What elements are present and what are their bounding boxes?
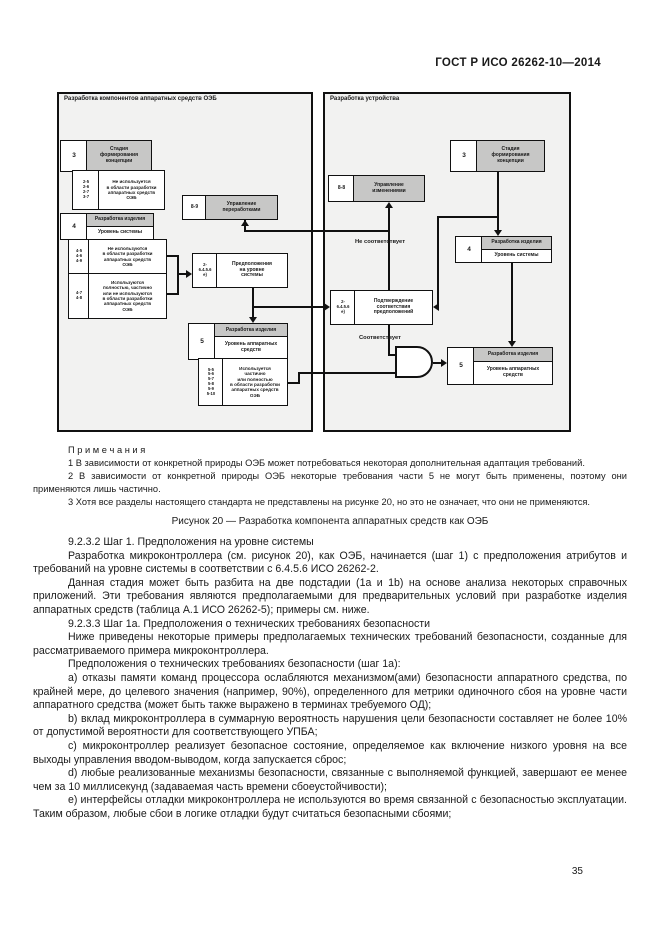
paragraph: Ниже приведены некоторые примеры предпол… [33, 631, 627, 657]
arrowhead [186, 270, 192, 278]
label-no-match: Не соответствует [355, 239, 406, 245]
paragraph: Разработка микроконтроллера (см. рисунок… [33, 549, 627, 576]
left-concept-note-refs: 2-5 2-6 2-7 3-7 [72, 170, 100, 210]
connector [388, 354, 398, 356]
left-assumptions-ref: 2- 6.4.5.6 е) [192, 253, 218, 288]
left-panel-title: Разработка компонентов аппаратных средст… [64, 96, 217, 102]
right-hardware-ref: 5 [447, 347, 475, 385]
connector [252, 288, 254, 319]
arrowhead [494, 230, 502, 236]
figure-caption: Рисунок 20 — Разработка компонента аппар… [171, 516, 489, 527]
connector [497, 172, 499, 232]
arrowhead [385, 202, 393, 208]
arrowhead [324, 303, 330, 311]
connector [252, 306, 326, 308]
left-assumptions-box: Предположения на уровне системы [216, 253, 288, 288]
connector [511, 263, 513, 343]
right-hardware-sub: Уровень аппаратных средств [473, 361, 553, 385]
left-system-note1-refs: 4-5 4-6 4-9 [68, 239, 90, 274]
left-hardware-note: Используется частично или полностью в об… [222, 358, 288, 406]
right-concept-ref: 3 [450, 140, 478, 172]
note-3: 3 Хотя все разделы настоящего стандарта … [68, 497, 590, 507]
connector [437, 216, 499, 218]
text-column: П р и м е ч а н и я 1 В зависимости от к… [33, 444, 627, 821]
connector [437, 216, 439, 308]
arrowhead [241, 220, 249, 226]
arrowhead [249, 317, 257, 323]
list-item-b: b) вклад микроконтроллера в суммарную ве… [33, 712, 627, 739]
list-item-a: а) отказы памяти команд процессора ослаб… [33, 671, 627, 712]
left-system-sub: Уровень системы [86, 226, 154, 240]
figure-20: Разработка компонентов аппаратных средст… [57, 92, 571, 432]
right-system-sub: Уровень системы [481, 249, 552, 263]
left-concept-ref: 3 [60, 140, 88, 172]
clause-heading: 9.2.3.2 Шаг 1. Предположения на уровне с… [68, 536, 314, 548]
connector [167, 255, 179, 257]
connector [244, 230, 390, 232]
connector [177, 273, 187, 275]
right-system-ref: 4 [455, 236, 483, 263]
paragraph: Предположения о технических требованиях … [68, 658, 401, 671]
right-confirm-ref: 2- 6.4.5.6 е) [330, 290, 356, 325]
page-number: 35 [571, 866, 583, 877]
paragraph: Данная стадия может быть разбита на две … [33, 576, 627, 616]
connector [298, 372, 300, 384]
arrowhead [433, 303, 439, 311]
connector [177, 255, 179, 295]
left-system-ref: 4 [60, 213, 88, 240]
left-concept-box: Стадия формирования концепции [86, 140, 152, 172]
document-code: ГОСТ Р ИСО 26262-10—2014 [435, 57, 601, 69]
left-rework-box: Управление переработками [205, 195, 278, 220]
right-change-ref: 8-8 [328, 175, 355, 202]
left-hardware-ref: 5 [188, 323, 216, 360]
left-hardware-note-refs: 5-5 5-6 5-7 5-8 5-9 5-10 [198, 358, 224, 406]
connector [288, 382, 300, 384]
clause-heading: 9.2.3.3 Шаг 1а. Предположения о техничес… [68, 617, 431, 630]
label-match: Соответствует [359, 335, 401, 341]
left-system-header: Разработка изделия [86, 213, 154, 227]
arrowhead [508, 341, 516, 347]
left-system-note2: Используются полностью, частично или не … [88, 273, 167, 319]
left-system-note2-refs: 4-7 4-8 [68, 273, 90, 319]
left-hardware-sub: Уровень аппаратных средств [214, 336, 288, 360]
left-system-note1: Не используются в области разработки апп… [88, 239, 167, 274]
right-system-header: Разработка изделия [481, 236, 552, 250]
note-1: 1 В зависимости от конкретной природы ОЭ… [68, 458, 585, 468]
right-confirm-box: Подтверждение соответствия предположений [354, 290, 433, 325]
connector [167, 293, 179, 295]
list-item-c: с) микроконтроллер реализует безопасное … [33, 739, 627, 766]
connector [433, 362, 443, 364]
notes-title: П р и м е ч а н и я [68, 445, 146, 455]
left-concept-note: Не используется в области разработки апп… [98, 170, 165, 210]
right-concept-box: Стадия формирования концепции [476, 140, 545, 172]
right-panel-title: Разработка устройства [330, 96, 400, 102]
connector [388, 204, 390, 290]
left-rework-ref: 8-9 [182, 195, 207, 220]
arrowhead [441, 359, 447, 367]
list-item-d: d) любые реализованные механизмы безопас… [33, 767, 627, 793]
connector [388, 325, 390, 356]
list-item-e: е) интерфейсы отладки микроконтроллера н… [33, 794, 627, 820]
note-2: 2 В зависимости от конкретной природы ОЭ… [33, 471, 627, 494]
right-change-box: Управление изменениями [353, 175, 425, 202]
connector [298, 372, 397, 374]
body-text: 9.2.3.2 Шаг 1. Предположения на уровне с… [33, 536, 627, 821]
and-gate [395, 346, 433, 378]
